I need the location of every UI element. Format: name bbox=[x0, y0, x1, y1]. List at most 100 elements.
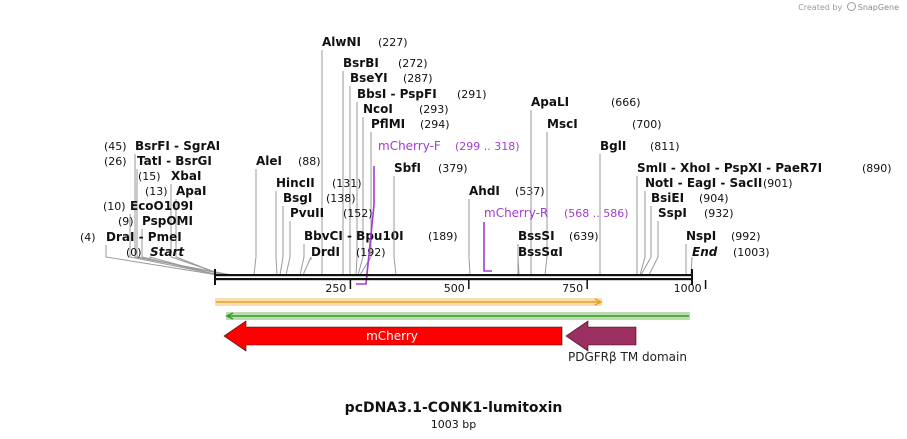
feature-arrow bbox=[223, 320, 563, 352]
site-name: ApaI bbox=[176, 184, 206, 198]
site-position: (992) bbox=[731, 230, 761, 243]
site-position: (26) bbox=[104, 155, 127, 168]
site-tati-bsrgi-7: TatI - BsrGI (26) bbox=[104, 154, 229, 276]
tick-label: 250 bbox=[325, 282, 346, 295]
site-position: (131) bbox=[332, 177, 362, 190]
site-position: (9) bbox=[118, 215, 134, 228]
site-line bbox=[129, 214, 221, 276]
site-name: NspI bbox=[686, 229, 716, 243]
site-nspi-31: NspI (992) bbox=[685, 229, 761, 275]
feature-label: PDGFRβ TM domain bbox=[568, 350, 687, 364]
site-position: (227) bbox=[378, 36, 408, 49]
site-alei-14: AleI(88) bbox=[253, 154, 321, 276]
backbone-bottom-strand bbox=[214, 278, 693, 281]
site-name: BssSI bbox=[518, 229, 555, 243]
site-position: (700) bbox=[632, 118, 662, 131]
site-line bbox=[253, 169, 257, 276]
site-name: BbsI - PspFI bbox=[357, 87, 437, 101]
site-line bbox=[302, 256, 312, 276]
site-position: (15) bbox=[138, 170, 161, 183]
site-line bbox=[149, 256, 217, 276]
site-alwni-0: AlwNI (227) bbox=[321, 35, 408, 275]
site-line bbox=[175, 199, 223, 276]
feature-pdgfr-tm-domain: PDGFRβ TM domain bbox=[565, 320, 687, 364]
site-name: BglI bbox=[600, 139, 626, 153]
site-drdi-19: DrdI(192) bbox=[302, 245, 386, 276]
site-bsssi-24: BssSI (639) bbox=[517, 229, 599, 275]
tick-1000: 1000 bbox=[674, 280, 707, 295]
feature-mcherry: mCherry bbox=[223, 320, 563, 352]
site-name: MscI bbox=[547, 117, 578, 131]
site-line bbox=[640, 206, 652, 276]
orf-1 bbox=[215, 298, 603, 306]
site-position: (291) bbox=[457, 88, 487, 101]
site-sspi-30: SspI(932) bbox=[648, 206, 734, 276]
site-msci-23: MscI (700) bbox=[544, 117, 662, 276]
orf-arrowhead bbox=[225, 312, 234, 320]
tick-label: 1000 bbox=[674, 282, 702, 295]
site-line bbox=[393, 176, 397, 276]
feature-label: mCherry bbox=[366, 329, 418, 343]
primer-arrow bbox=[483, 222, 492, 272]
tick-label: 750 bbox=[562, 282, 583, 295]
site-bseyi-2: BseYI (287) bbox=[349, 71, 433, 275]
site-line bbox=[468, 199, 471, 276]
site-position: (890) bbox=[862, 162, 892, 175]
site-name: Start bbox=[150, 245, 185, 259]
site-apai-9: ApaI(13) bbox=[145, 184, 223, 276]
site-position: (88) bbox=[298, 155, 321, 168]
site-name: BsrFI - SgrAI bbox=[135, 139, 220, 153]
site-line bbox=[359, 132, 372, 276]
site-line bbox=[285, 221, 291, 276]
backbone: 250 500 750 1000 bbox=[214, 269, 707, 295]
site-line bbox=[105, 245, 219, 276]
site-position: (294) bbox=[420, 118, 450, 131]
snapgene-logo-icon bbox=[846, 2, 856, 11]
site-apali-22: ApaLI(666) bbox=[530, 95, 641, 275]
site-name: SbfI bbox=[394, 161, 421, 175]
site-line bbox=[275, 191, 278, 276]
primer-mcherry-f: mCherry-F(299 .. 318) bbox=[356, 139, 520, 285]
site-bsgi-16: BsgI(138) bbox=[279, 191, 356, 276]
site-bbsi-pspfi-3: BbsI - PspFI (291) bbox=[355, 87, 487, 276]
backbone-top-strand bbox=[214, 274, 693, 277]
site-line bbox=[136, 169, 229, 276]
site-position: (45) bbox=[104, 140, 127, 153]
site-position: (287) bbox=[403, 72, 433, 85]
site-ncoi-4: NcoI(293) bbox=[357, 102, 449, 276]
site-name: BssSαI bbox=[518, 245, 563, 259]
site-start-13: Start(0) bbox=[126, 245, 217, 276]
site-name: PspOMI bbox=[142, 214, 193, 228]
site-end-32: End(1003) bbox=[690, 245, 770, 276]
site-line bbox=[639, 191, 646, 276]
site-position: (666) bbox=[611, 96, 641, 109]
site-line bbox=[648, 221, 659, 276]
site-name: TatI - BsrGI bbox=[137, 154, 212, 168]
site-name: DraI - PmeI bbox=[106, 230, 182, 244]
site-name: BseYI bbox=[350, 71, 388, 85]
site-position: (537) bbox=[515, 185, 545, 198]
site-pflmi-5: PflMI(294) bbox=[359, 117, 450, 276]
feature-arrow bbox=[565, 320, 637, 352]
orf-arrowhead bbox=[594, 298, 603, 306]
site-name: AlwNI bbox=[322, 35, 361, 49]
site-sbfi-20: SbfI(379) bbox=[393, 161, 468, 276]
site-drai-pmei-12: DraI - PmeI (4) bbox=[80, 230, 219, 276]
tick-label: 500 bbox=[444, 282, 465, 295]
site-position: (639) bbox=[569, 230, 599, 243]
site-position: (152) bbox=[343, 207, 373, 220]
site-smli-xhoi-pspxi-paer7i-27: SmlI - XhoI - PspXI - PaeR7I (890) bbox=[636, 161, 892, 275]
site-position: (272) bbox=[398, 57, 428, 70]
site-position: (901) bbox=[763, 177, 793, 190]
site-position: (4) bbox=[80, 231, 96, 244]
site-name: BsgI bbox=[283, 191, 312, 205]
site-name: SspI bbox=[658, 206, 687, 220]
site-bsrbi-1: BsrBI(272) bbox=[342, 56, 428, 275]
site-name: HincII bbox=[276, 176, 315, 190]
site-name: SmlI - XhoI - PspXI - PaeR7I bbox=[637, 161, 822, 175]
site-position: (1003) bbox=[733, 246, 770, 259]
tick-250: 250 bbox=[325, 280, 352, 295]
primer-position: (299 .. 318) bbox=[455, 140, 520, 153]
